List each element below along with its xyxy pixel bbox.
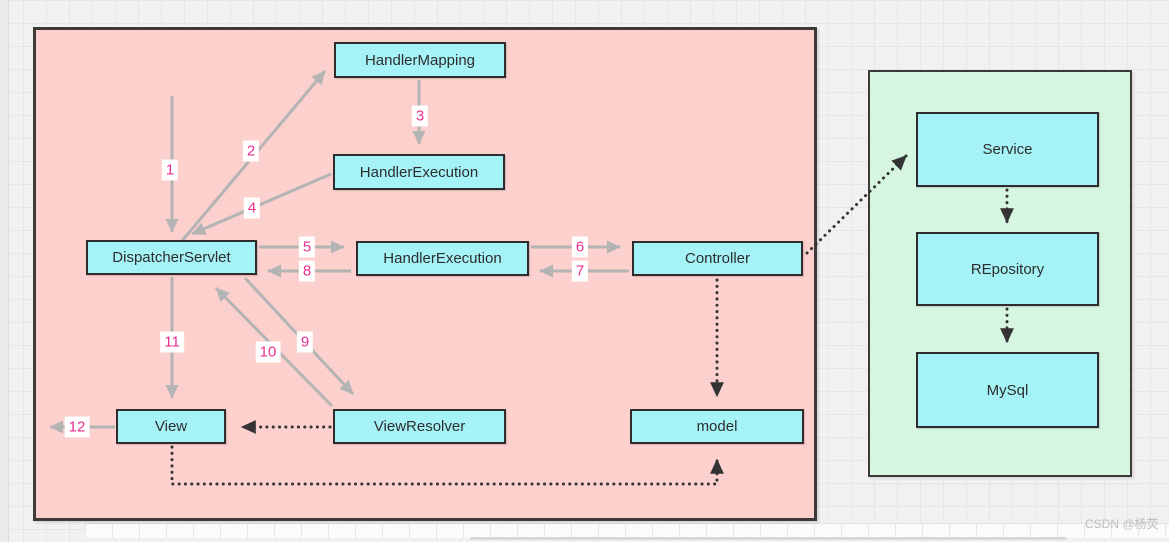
node-handler-mapping[interactable]: HandlerMapping [334,42,506,78]
step-label-10: 10 [255,341,281,363]
node-repository[interactable]: REpository [916,232,1099,306]
step-label-8: 8 [298,260,316,282]
csdn-watermark: CSDN @杨荧 [1085,517,1159,531]
node-model[interactable]: model [630,409,804,444]
step-label-3: 3 [411,105,429,127]
horizontal-scrollbar-thumb[interactable] [470,537,1067,540]
step-label-2: 2 [242,140,260,162]
node-controller[interactable]: Controller [632,241,803,276]
left-ruler-strip [0,0,9,542]
bottom-ruler-strip [85,523,1169,539]
step-label-6: 6 [571,236,589,258]
node-service[interactable]: Service [916,112,1099,187]
step-label-12: 12 [64,416,90,438]
step-label-4: 4 [243,197,261,219]
step-label-11: 11 [160,331,184,353]
node-view-resolver[interactable]: ViewResolver [333,409,506,444]
node-handler-execution-top[interactable]: HandlerExecution [333,154,505,190]
node-dispatcher-servlet[interactable]: DispatcherServlet [86,240,257,275]
node-mysql[interactable]: MySql [916,352,1099,428]
step-label-5: 5 [298,236,316,258]
step-label-1: 1 [161,159,179,181]
node-handler-execution-mid[interactable]: HandlerExecution [356,241,529,276]
step-label-9: 9 [296,331,314,353]
node-view[interactable]: View [116,409,226,444]
step-label-7: 7 [571,260,589,282]
